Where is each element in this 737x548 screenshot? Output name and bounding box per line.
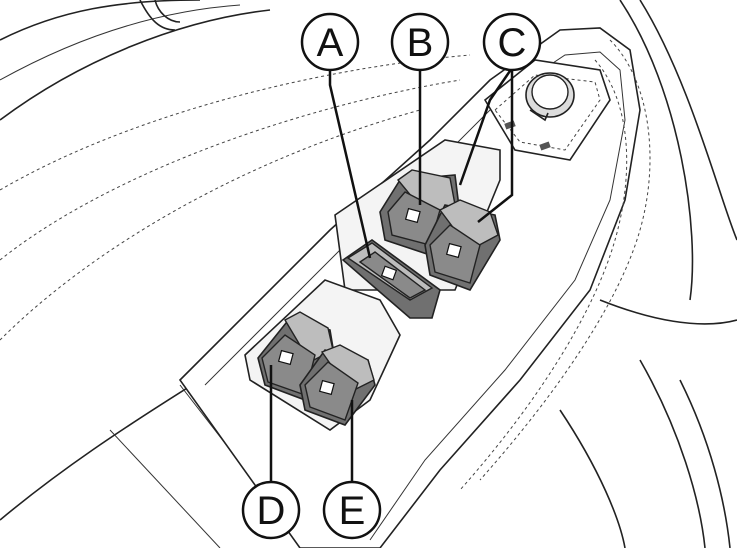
switch-e[interactable] bbox=[299, 344, 376, 426]
mirror-control[interactable] bbox=[483, 59, 611, 161]
svg-text:B: B bbox=[407, 21, 434, 65]
mirror-knob-icon[interactable] bbox=[525, 72, 575, 122]
window-icon bbox=[404, 207, 421, 224]
svg-text:E: E bbox=[339, 489, 366, 533]
callout-e: E bbox=[322, 480, 382, 540]
switch-c[interactable] bbox=[424, 199, 501, 291]
leader-c2 bbox=[458, 67, 514, 186]
svg-text:D: D bbox=[257, 489, 286, 533]
window-icon bbox=[277, 349, 294, 366]
callout-a: A bbox=[300, 12, 360, 72]
window-icon bbox=[445, 242, 462, 259]
svg-text:A: A bbox=[317, 21, 344, 65]
callout-c: C bbox=[482, 12, 542, 72]
window-icon bbox=[318, 379, 335, 396]
callout-d: D bbox=[241, 480, 301, 540]
svg-text:C: C bbox=[498, 21, 527, 65]
leader-lines bbox=[269, 67, 514, 485]
window-icon bbox=[380, 265, 398, 281]
leader-a bbox=[328, 68, 372, 259]
callout-b: B bbox=[390, 12, 450, 72]
leader-c1 bbox=[477, 68, 514, 223]
